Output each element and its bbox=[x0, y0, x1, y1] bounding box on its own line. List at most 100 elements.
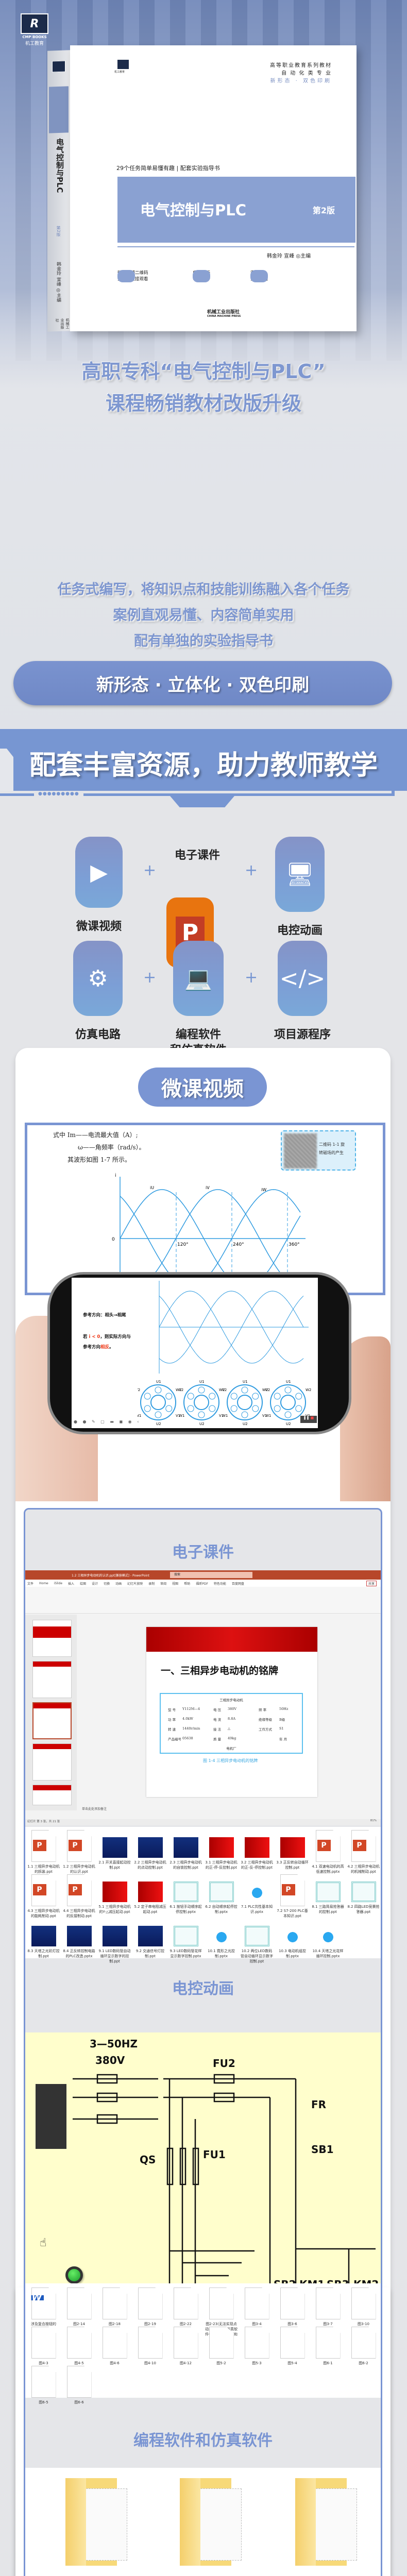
file-item[interactable]: 2.2 三相异步电动机的点动控制.ppt bbox=[134, 1830, 166, 1870]
resource-source[interactable]: </> 项目源程序 bbox=[269, 941, 336, 1043]
file-item[interactable]: 4.2 三相异步电动机的机械制动.ppt bbox=[347, 1830, 380, 1874]
ppt-menu-tab[interactable]: 动画 bbox=[115, 1582, 122, 1586]
slide-thumbnail[interactable] bbox=[32, 1661, 72, 1698]
file-item[interactable]: 9.2 交通信号灯控制.ppt bbox=[134, 1919, 166, 1959]
file-item[interactable]: 10.3 电动机组控制.pptx bbox=[276, 1919, 309, 1959]
ppt-menu-tab[interactable]: 文件 bbox=[27, 1582, 34, 1586]
file-item[interactable]: 10.2 两位LED数码管自动循环显示数字控制.ppt bbox=[241, 1919, 273, 1964]
file-item[interactable]: 2.1 开关直接起动控制.ppt bbox=[98, 1830, 131, 1870]
motor-ring bbox=[183, 1384, 219, 1420]
file-item[interactable]: 5.2 定子串电阻减压起动.ppt bbox=[134, 1874, 166, 1914]
file-item[interactable]: 图2-14 bbox=[63, 2287, 95, 2327]
zoom-level[interactable]: 81% bbox=[370, 1819, 377, 1822]
ppt-menu-tab[interactable]: 百度网盘 bbox=[231, 1582, 244, 1586]
file-item[interactable]: 4.3 三相异步电动机的能耗制动.ppt bbox=[27, 1874, 60, 1919]
file-item[interactable]: 1.2 三相异步电动机的认识.ppt bbox=[63, 1830, 95, 1874]
notes-placeholder[interactable]: 单击此处添加备注 bbox=[82, 1807, 107, 1811]
file-item[interactable]: 图4-12 bbox=[169, 2327, 202, 2366]
coil-label: U2 bbox=[243, 1422, 248, 1425]
file-item[interactable]: 图4-3 bbox=[27, 2327, 60, 2366]
file-item[interactable]: 图3-4 bbox=[241, 2287, 273, 2327]
folder-icon[interactable] bbox=[295, 2478, 362, 2566]
file-item[interactable]: 图5-2 bbox=[205, 2327, 238, 2366]
resource-animation[interactable]: 🖥 电控动画 bbox=[269, 837, 331, 939]
pointer-hand-icon[interactable]: ☝ bbox=[40, 2236, 47, 2249]
ppt-menu-tab[interactable]: Home bbox=[39, 1581, 48, 1585]
ppt-menu-tab[interactable]: 福昕PDF bbox=[196, 1582, 208, 1586]
ppt-menu-tab[interactable]: 特色功能 bbox=[213, 1582, 226, 1586]
file-item[interactable]: 8.4 正反转控制电路的PLC改造.pptx bbox=[63, 1919, 95, 1959]
file-item[interactable]: 图6-6 bbox=[63, 2366, 95, 2405]
resource-circuit[interactable]: ⚙ 仿真电路 bbox=[67, 941, 129, 1043]
player-controls[interactable]: ● ● ✎ ▢ ▬ ◼ ◉ ‹ bbox=[74, 1419, 141, 1424]
file-item[interactable]: 7.1 PLC共性基本知识.pptx bbox=[241, 1874, 273, 1914]
file-name: 图4-3 bbox=[39, 2361, 48, 2365]
file-item[interactable]: 4.1 双速电动机的高低速控制.pptx bbox=[312, 1830, 344, 1874]
file-item[interactable]: 3.1 三相异步电动机的正-停-反控制.ppt bbox=[205, 1830, 238, 1870]
band-rule bbox=[0, 793, 34, 796]
ppt-menu-tab[interactable]: 录制 bbox=[148, 1582, 155, 1586]
file-item[interactable]: 4.4 三相异步电动机的反接制动.ppt bbox=[63, 1874, 95, 1919]
coil-label: U2 bbox=[156, 1422, 161, 1425]
file-item[interactable]: 图3-7 bbox=[312, 2287, 344, 2327]
file-item[interactable]: 9.3 LED数码管花样显示数字控制.pptx bbox=[169, 1919, 202, 1959]
slide-thumbnail[interactable] bbox=[32, 1743, 72, 1781]
file-item[interactable]: 图6-1 bbox=[312, 2327, 344, 2366]
ppt-menu-tab[interactable]: 设计 bbox=[92, 1582, 98, 1586]
ppt-search-input[interactable]: 搜索 bbox=[170, 1572, 253, 1578]
qr-code-box[interactable]: 二维码 1-1 旋转磁场的产生 bbox=[281, 1130, 356, 1171]
file-item[interactable]: 8.1 三路简易抢答器的控制.ppt bbox=[312, 1874, 344, 1914]
file-item[interactable]: 图6-2 bbox=[347, 2327, 380, 2366]
resource-courseware[interactable]: P 电子课件 bbox=[166, 837, 228, 968]
file-item[interactable]: 3.3 正反转自动循环控制.ppt bbox=[276, 1830, 309, 1870]
ppt-menu-tab[interactable]: iSlide bbox=[54, 1581, 63, 1585]
file-item[interactable]: 图3-6 bbox=[276, 2287, 309, 2327]
file-item[interactable]: 图2-22 bbox=[169, 2287, 202, 2327]
cover-feature: 源程序仿真电路 bbox=[250, 270, 268, 282]
ppt-menu-tab[interactable]: 切换 bbox=[104, 1582, 110, 1586]
ppt-menu-tab[interactable]: 帮助 bbox=[184, 1582, 191, 1586]
file-item[interactable]: 10.4 天塔之光花样循环控制.pptx bbox=[312, 1919, 344, 1959]
file-item[interactable]: 图4-10 bbox=[134, 2327, 166, 2366]
file-item[interactable]: 图6-5 bbox=[27, 2366, 60, 2405]
file-item[interactable]: 图5-4 bbox=[276, 2327, 309, 2366]
file-item[interactable]: 2.3 三相异步电动机的自锁控制.ppt bbox=[169, 1830, 202, 1870]
resource-software[interactable]: 💻 编程软件 和仿真软件 bbox=[167, 941, 229, 1058]
file-item[interactable]: 5.1 三相异步电动机的Y-△减压起动.ppt bbox=[98, 1874, 131, 1914]
ppt-menu-tab[interactable]: 幻灯片放映 bbox=[127, 1582, 143, 1586]
file-item[interactable]: 图4-6 bbox=[98, 2327, 131, 2366]
file-item[interactable]: 8.2 四路LED竞赛抢答器.ppt bbox=[347, 1874, 380, 1914]
file-item[interactable]: 图2-19 bbox=[134, 2287, 166, 2327]
folder-icon[interactable] bbox=[180, 2478, 247, 2566]
pause-stop-button[interactable]: ❚❚ ■ bbox=[300, 1416, 317, 1423]
coil-slot bbox=[198, 1386, 205, 1394]
file-name: 10.3 电动机组控制.pptx bbox=[279, 1949, 306, 1958]
ppt-menu-tab[interactable]: 审阅 bbox=[160, 1582, 167, 1586]
file-item[interactable]: 1.1 三相异步电动机的拆装.ppt bbox=[27, 1830, 60, 1874]
file-item[interactable]: 6.2 自动顺序起停控制.pptx bbox=[205, 1874, 238, 1914]
supply-label: 3—50HZ bbox=[90, 2038, 138, 2050]
ppt-menu-tab[interactable]: 插入 bbox=[68, 1582, 75, 1586]
ppt-menu-tab[interactable]: 视图 bbox=[172, 1582, 179, 1586]
nameplate-cell: 年 月 bbox=[279, 1737, 287, 1741]
file-item[interactable]: 6.1 按钮手动顺序起停控制.pptx bbox=[169, 1874, 202, 1914]
slide-thumbnail[interactable] bbox=[32, 1785, 72, 1805]
resource-micro-video[interactable]: ▶ 微课视频 bbox=[68, 837, 130, 935]
slide-thumbnail-selected[interactable] bbox=[32, 1702, 72, 1739]
file-item[interactable]: 图4-5 bbox=[63, 2327, 95, 2366]
file-item[interactable]: 图5-3 bbox=[241, 2327, 273, 2366]
file-item[interactable]: 8.3 天塔之光彩灯控制.ppt bbox=[27, 1919, 60, 1959]
slide-thumbnail[interactable] bbox=[32, 1620, 72, 1657]
ppt-menu-tab[interactable]: 绘图 bbox=[80, 1582, 87, 1586]
share-button[interactable]: 共享 bbox=[366, 1580, 377, 1586]
file-item[interactable]: 9.1 LED数码管自动循环显示数字的控制.ppt bbox=[98, 1919, 131, 1964]
file-item[interactable]: 10.1 霓形之光控制.pptx bbox=[205, 1919, 238, 1959]
forward-button[interactable] bbox=[65, 2266, 83, 2284]
file-item[interactable]: 7.2 S7-200 PLC基本知识.ppt bbox=[276, 1874, 309, 1919]
file-item[interactable]: 图3-10 bbox=[347, 2287, 380, 2327]
file-item[interactable]: 3.2 三相异步电动机的正-反-停控制.ppt bbox=[241, 1830, 273, 1870]
file-item[interactable]: 图2-18 bbox=[98, 2287, 131, 2327]
folder-icon[interactable] bbox=[65, 2478, 132, 2566]
resource-label: 电控动画 bbox=[277, 924, 323, 937]
